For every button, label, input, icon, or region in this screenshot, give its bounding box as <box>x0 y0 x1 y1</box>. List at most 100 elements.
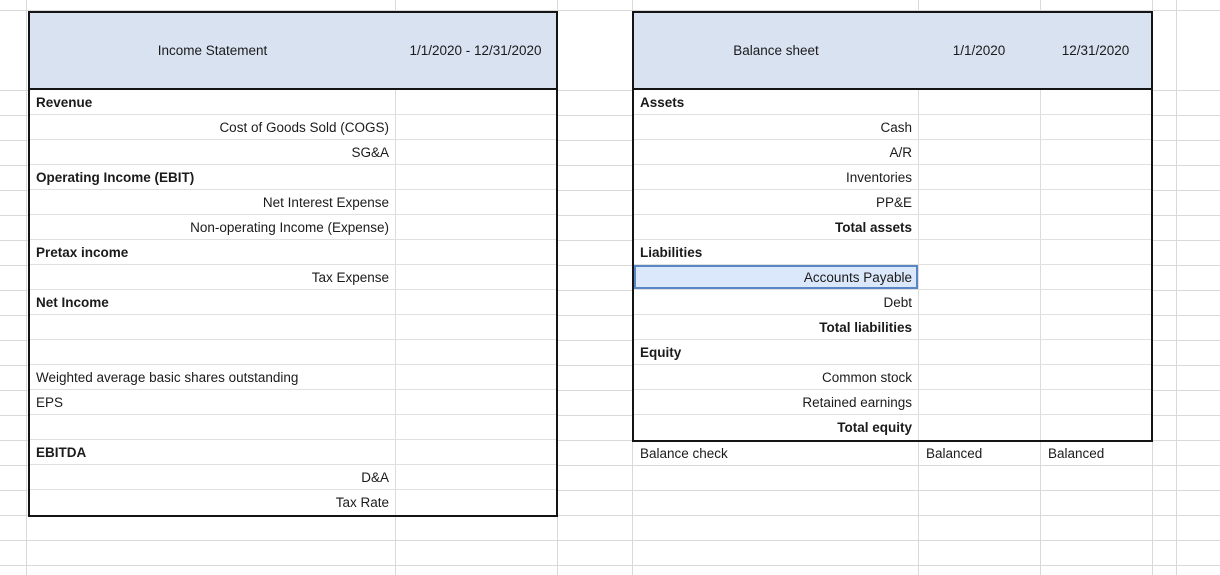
row-label-cell[interactable]: SG&A <box>351 144 389 160</box>
value-cell[interactable] <box>395 290 556 314</box>
table-row: Liabilities <box>634 240 1151 265</box>
value-cell[interactable] <box>395 315 556 339</box>
table-row: Total assets <box>634 215 1151 240</box>
value-cell[interactable] <box>918 140 1040 164</box>
row-label-cell[interactable]: Pretax income <box>36 244 129 260</box>
value-cell[interactable] <box>1040 165 1151 189</box>
value-cell[interactable] <box>918 315 1040 339</box>
value-cell[interactable] <box>1040 365 1151 389</box>
table-row: Assets <box>634 90 1151 115</box>
row-label-cell[interactable]: PP&E <box>875 194 912 210</box>
table-row: SG&A <box>30 140 556 165</box>
value-cell[interactable] <box>395 190 556 214</box>
table-row: A/R <box>634 140 1151 165</box>
value-cell[interactable] <box>395 140 556 164</box>
value-cell[interactable] <box>395 215 556 239</box>
table-row <box>30 415 556 440</box>
row-label-cell[interactable]: Inventories <box>845 169 912 185</box>
value-cell[interactable] <box>918 115 1040 139</box>
row-label-cell[interactable]: Net Interest Expense <box>262 194 389 210</box>
value-cell[interactable] <box>395 90 556 114</box>
value-cell[interactable] <box>918 340 1040 364</box>
value-cell[interactable] <box>918 190 1040 214</box>
balance-sheet-title-cell[interactable]: Balance sheet <box>733 43 819 58</box>
income-statement-header: Income Statement 1/1/2020 - 12/31/2020 <box>30 13 556 90</box>
value-cell[interactable] <box>395 240 556 264</box>
value-cell[interactable] <box>1040 390 1151 414</box>
value-cell[interactable] <box>1040 115 1151 139</box>
row-label-cell[interactable] <box>30 340 395 364</box>
value-cell[interactable] <box>395 390 556 414</box>
row-label-cell[interactable]: Common stock <box>821 369 912 385</box>
row-label-cell[interactable]: Total assets <box>834 219 912 235</box>
row-label-cell[interactable]: Cost of Goods Sold (COGS) <box>219 119 389 135</box>
income-statement-title-cell[interactable]: Income Statement <box>157 43 268 58</box>
value-cell[interactable] <box>918 415 1040 440</box>
value-cell[interactable] <box>918 165 1040 189</box>
row-label-cell[interactable]: Total equity <box>837 420 912 435</box>
value-cell[interactable] <box>395 165 556 189</box>
row-label-cell[interactable]: Cash <box>880 119 912 135</box>
row-label-cell[interactable]: Tax Rate <box>335 495 389 510</box>
row-label-cell[interactable]: Debt <box>883 294 912 310</box>
row-label-cell[interactable]: A/R <box>889 144 912 160</box>
row-label-cell[interactable]: Liabilities <box>640 244 703 260</box>
row-label-cell[interactable]: Tax Expense <box>311 269 389 285</box>
row-label-cell[interactable]: Net Income <box>36 294 109 310</box>
value-cell[interactable] <box>1040 90 1151 114</box>
value-cell[interactable] <box>395 115 556 139</box>
value-cell[interactable] <box>395 440 556 464</box>
value-cell[interactable] <box>1040 240 1151 264</box>
value-cell[interactable] <box>1040 415 1151 440</box>
value-cell[interactable] <box>395 365 556 389</box>
balance-check-label-cell[interactable]: Balance check <box>640 446 728 461</box>
table-row: D&A <box>30 465 556 490</box>
value-cell[interactable] <box>395 465 556 489</box>
income-statement-table: Income Statement 1/1/2020 - 12/31/2020 R… <box>28 11 558 517</box>
value-cell[interactable] <box>1040 215 1151 239</box>
value-cell[interactable] <box>1040 140 1151 164</box>
table-row: Revenue <box>30 90 556 115</box>
row-label-cell[interactable]: Non-operating Income (Expense) <box>190 219 389 235</box>
value-cell[interactable] <box>1040 315 1151 339</box>
value-cell[interactable] <box>918 290 1040 314</box>
row-label-cell[interactable]: Total liabilities <box>819 319 912 335</box>
value-cell[interactable] <box>1040 265 1151 289</box>
value-cell[interactable] <box>918 90 1040 114</box>
value-cell[interactable] <box>395 415 556 439</box>
row-label-cell[interactable]: Operating Income (EBIT) <box>36 169 195 185</box>
value-cell[interactable] <box>1040 340 1151 364</box>
value-cell[interactable] <box>1040 190 1151 214</box>
value-cell[interactable] <box>918 365 1040 389</box>
value-cell[interactable] <box>395 265 556 289</box>
table-row: Total equity <box>634 415 1151 440</box>
balance-check-row: Balance check Balanced Balanced <box>634 442 1151 465</box>
row-label-cell[interactable] <box>30 315 395 339</box>
value-cell[interactable] <box>918 390 1040 414</box>
row-label-cell[interactable]: Assets <box>640 94 685 110</box>
value-cell[interactable] <box>918 240 1040 264</box>
balance-check-value-cell-2[interactable]: Balanced <box>1048 446 1105 461</box>
value-cell[interactable] <box>395 490 556 515</box>
row-label-cell[interactable]: EBITDA <box>36 444 87 460</box>
row-label-cell[interactable]: EPS <box>36 394 64 410</box>
selected-cell[interactable]: Accounts Payable <box>634 265 918 289</box>
balance-sheet-date-cell-1[interactable]: 1/1/2020 <box>952 43 1006 58</box>
balance-sheet-header: Balance sheet 1/1/2020 12/31/2020 <box>634 13 1151 90</box>
value-cell[interactable] <box>1040 290 1151 314</box>
row-label-cell[interactable]: D&A <box>361 469 389 485</box>
row-label-cell[interactable] <box>30 415 395 439</box>
value-cell[interactable] <box>918 215 1040 239</box>
balance-check-value-cell-1[interactable]: Balanced <box>926 446 983 461</box>
row-label-cell[interactable]: Retained earnings <box>802 394 912 410</box>
table-row: Tax Rate <box>30 490 556 515</box>
table-row <box>30 340 556 365</box>
income-statement-period-cell[interactable]: 1/1/2020 - 12/31/2020 <box>409 43 542 58</box>
balance-sheet-date-cell-2[interactable]: 12/31/2020 <box>1061 43 1130 58</box>
row-label-cell[interactable]: Weighted average basic shares outstandin… <box>36 369 299 385</box>
row-label-cell[interactable]: Equity <box>640 344 682 360</box>
value-cell[interactable] <box>395 340 556 364</box>
row-label-cell[interactable]: Revenue <box>36 94 93 110</box>
value-cell[interactable] <box>918 265 1040 289</box>
